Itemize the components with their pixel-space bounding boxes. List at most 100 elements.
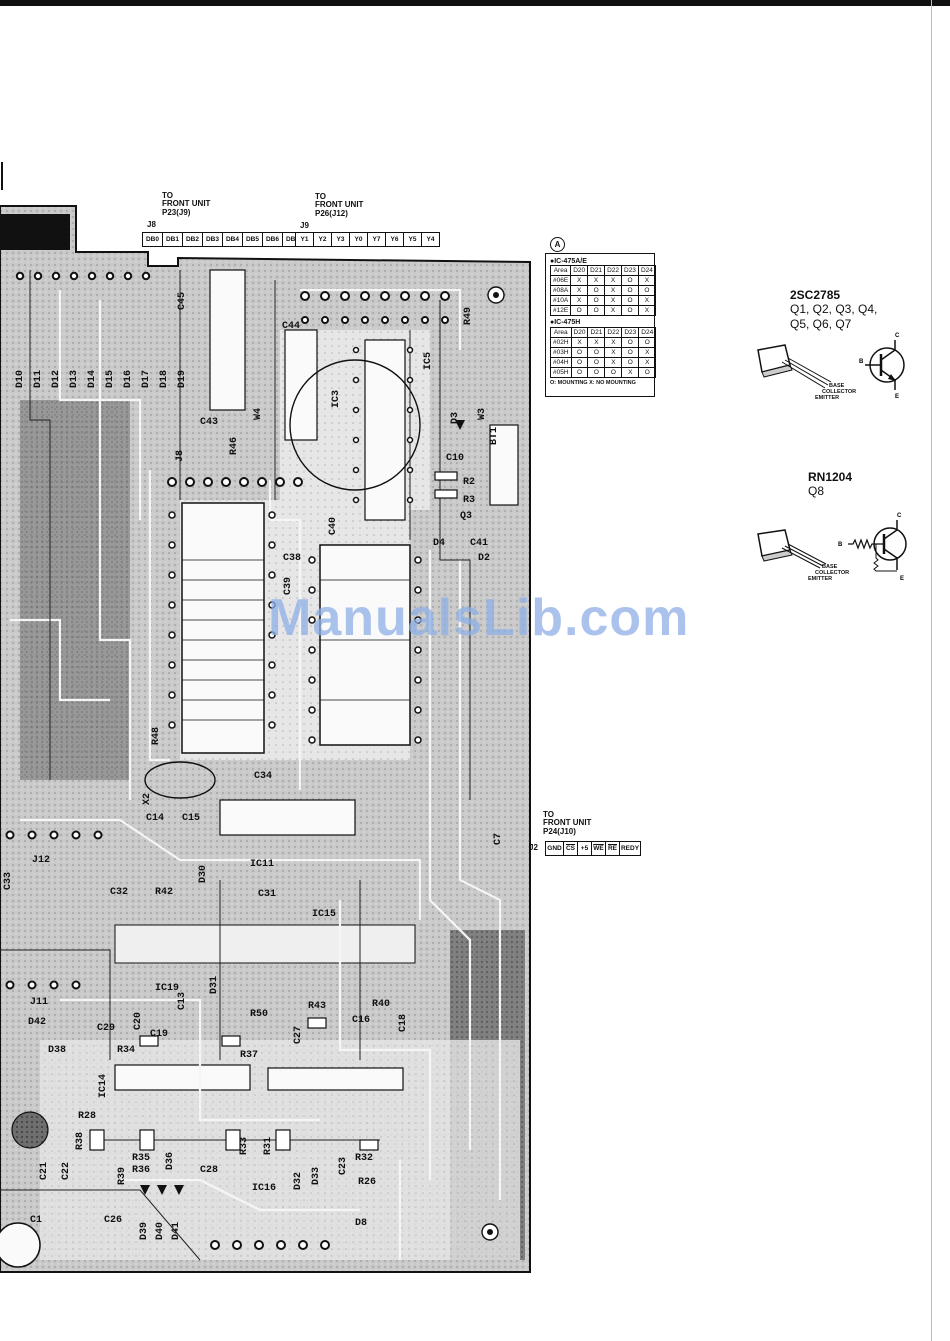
- j2-pin: WE: [592, 842, 606, 855]
- j8-pin-strip: DB0 DB1 DB2 DB3 DB4 DB5 DB6 DB7: [142, 232, 303, 247]
- board-label: R38: [75, 1132, 86, 1150]
- board-label: C29: [97, 1023, 115, 1034]
- board-label: R2: [463, 477, 475, 488]
- j2-pin: GND: [546, 842, 564, 855]
- j9-header: TO FRONT UNIT P26(J12): [315, 192, 364, 218]
- board-label: D16: [123, 370, 134, 388]
- transistor-1-pinout: BASE COLLECTOR EMITTER: [815, 383, 857, 401]
- board-label: C31: [258, 889, 276, 900]
- board-label: D42: [28, 1017, 46, 1028]
- j2-pin-strip: GND CS +5 WE RE REDY: [545, 841, 641, 856]
- board-label: D13: [69, 370, 80, 388]
- t1-pin-e: E: [895, 394, 899, 400]
- board-label: C19: [150, 1029, 168, 1040]
- board-label: R36: [132, 1165, 150, 1176]
- board-label: R49: [463, 307, 474, 325]
- board-label: IC15: [312, 909, 336, 920]
- col-header: D21: [587, 326, 606, 338]
- board-label: C1: [30, 1215, 42, 1226]
- corner-cell: Area: [549, 265, 572, 277]
- j2-pin: RE: [606, 842, 620, 855]
- j8-pin: DB4: [223, 233, 243, 246]
- board-label: C13: [177, 992, 188, 1010]
- col-header: D22: [604, 326, 623, 338]
- board-label: D36: [165, 1152, 176, 1170]
- col-header: D24: [637, 265, 656, 277]
- col-header: D24: [638, 326, 657, 338]
- board-label: D38: [48, 1045, 66, 1056]
- board-label: R26: [358, 1177, 376, 1188]
- transistor-1-drawing: C B E: [757, 333, 905, 400]
- board-label: R40: [372, 999, 390, 1010]
- board-label: C16: [352, 1015, 370, 1026]
- board-label: R35: [132, 1153, 150, 1164]
- board-label: D15: [105, 370, 116, 388]
- j8-pin: DB7: [285, 236, 299, 243]
- table1-title: ●IC-475A/E: [550, 258, 587, 265]
- j9-pin: Y1: [296, 233, 314, 246]
- board-label: IC19: [155, 983, 179, 994]
- board-label: D2: [478, 553, 490, 564]
- board-label: D4: [433, 538, 445, 549]
- j9-ref: J9: [300, 221, 309, 230]
- board-label: IC5: [423, 352, 434, 370]
- board-label: X2: [142, 793, 153, 805]
- j9-pin: Y7: [368, 233, 386, 246]
- board-label: C45: [177, 292, 188, 310]
- j9-pin: Y0: [350, 233, 368, 246]
- j9-pin: Y2: [314, 233, 332, 246]
- transistor-1-label: 2SC2785 Q1, Q2, Q3, Q4, Q5, Q6, Q7: [790, 288, 878, 331]
- j2-header: TO FRONT UNIT P24(J10): [543, 810, 592, 836]
- board-label: C18: [398, 1014, 409, 1032]
- t1-pin-b: B: [859, 359, 864, 365]
- j8-ref: J8: [147, 220, 156, 229]
- board-label: C26: [104, 1215, 122, 1226]
- board-label: C38: [283, 553, 301, 564]
- j8-pin: DB3: [203, 233, 223, 246]
- board-label: R46: [229, 437, 240, 455]
- board-label: W4: [253, 408, 264, 420]
- board-label: D3: [450, 412, 461, 424]
- board-label: BT1: [489, 427, 500, 445]
- board-label: C21: [39, 1162, 50, 1180]
- mounting-legend: O: MOUNTING X: NO MOUNTING: [550, 379, 636, 386]
- board-label: J8: [175, 450, 186, 462]
- j8-pin: DB6: [263, 233, 283, 246]
- board-label: C40: [328, 517, 339, 535]
- board-label: D19: [177, 370, 188, 388]
- board-label: D18: [159, 370, 170, 388]
- board-label: C20: [133, 1012, 144, 1030]
- col-header: D23: [621, 265, 639, 277]
- t1-pin-c: C: [895, 333, 900, 339]
- board-label: C44: [282, 321, 300, 332]
- j9-pin: Y6: [386, 233, 404, 246]
- j2-pin: +5: [578, 842, 592, 855]
- board-label: IC3: [331, 390, 342, 408]
- board-label: C39: [283, 577, 294, 595]
- j8-pin: DB0: [143, 233, 163, 246]
- table2-title: ●IC-475H: [550, 319, 581, 327]
- transistor-2-drawing: C B E: [757, 513, 907, 582]
- watermark: ManualsLib.com: [268, 589, 690, 647]
- j9-pin-strip: Y1 Y2 Y3 Y0 Y7 Y6 Y5 Y4: [295, 232, 440, 247]
- j9-pin: Y3: [332, 233, 350, 246]
- board-label: R39: [117, 1167, 128, 1185]
- j9-pin: Y5: [404, 233, 422, 246]
- transistor-2-pinout: BASE COLLECTOR EMITTER: [808, 564, 850, 582]
- board-label: C34: [254, 771, 272, 782]
- j8-pin: DB5: [243, 233, 263, 246]
- board-label: R34: [117, 1045, 135, 1056]
- board-label: R50: [250, 1009, 268, 1020]
- board-label: R3: [463, 495, 475, 506]
- board-label: C32: [110, 887, 128, 898]
- j9-pin: Y4: [426, 236, 435, 243]
- t2-pin-b: B: [838, 542, 843, 548]
- board-label: R48: [151, 727, 162, 745]
- t2-pin-e: E: [900, 576, 904, 582]
- scan-right-edge: [931, 0, 932, 1341]
- mounting-marker: A: [550, 237, 565, 252]
